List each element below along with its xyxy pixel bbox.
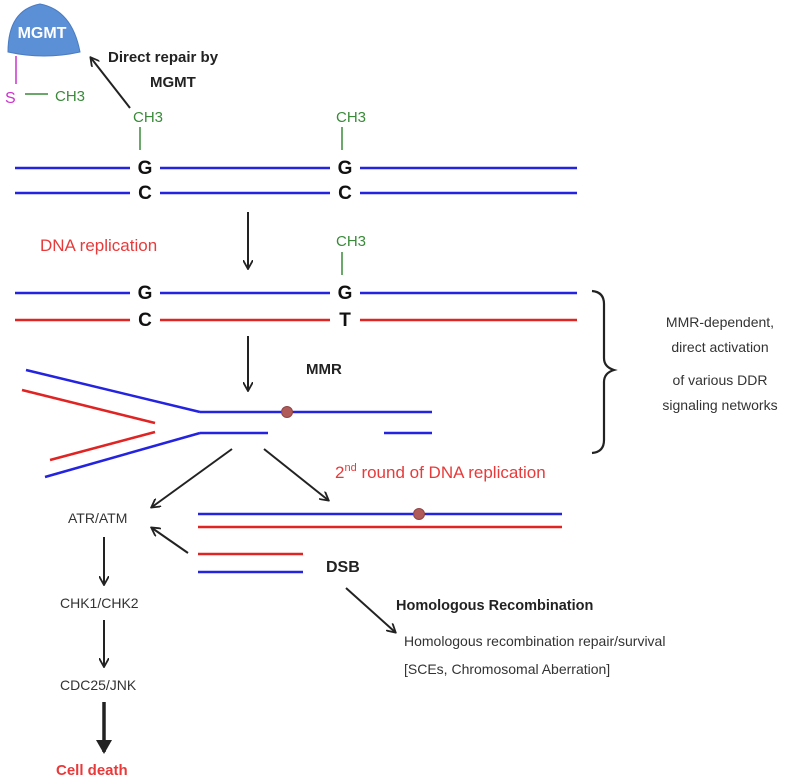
second-round-label: 2nd round of DNA replication	[335, 462, 546, 482]
methyl-right: CH3	[336, 109, 366, 150]
original-dna-duplex: G C G C	[15, 158, 577, 204]
mmr-label: MMR	[306, 361, 342, 378]
fork-blue-upper	[25, 368, 201, 414]
dna-replication-label: DNA replication	[40, 236, 157, 255]
replicated-dna-duplex: G C G T	[15, 283, 577, 331]
pathway-chk1-chk2: CHK1/CHK2	[60, 595, 139, 611]
lesion-dot-second-round	[413, 508, 425, 520]
second-round-superscript: nd	[344, 462, 356, 474]
second-round-text: round of DNA replication	[357, 463, 546, 482]
base-top-left: G	[138, 158, 153, 179]
methyl-right-label: CH3	[336, 109, 366, 126]
pathway-cell-death: Cell death	[56, 762, 128, 779]
dsb-label: DSB	[326, 559, 360, 576]
mgmt-protein: MGMT S CH3	[5, 3, 85, 107]
mmr-dependent-line-2: direct activation	[671, 339, 768, 355]
base-bottom-right: C	[338, 183, 352, 204]
base-top-right: G	[338, 158, 353, 179]
fork-to-atr-arrow	[152, 448, 233, 507]
fork-blue-lower	[44, 431, 201, 479]
direct-repair-label-line2: MGMT	[150, 74, 196, 91]
methyl-left: CH3	[133, 109, 163, 150]
second-round-duplex	[198, 508, 562, 529]
fork-to-second-round-arrow	[263, 448, 328, 500]
mmr-dependent-line-3: of various DDR	[673, 372, 768, 388]
hr-outcome-line2: [SCEs, Chromosomal Aberration]	[404, 661, 610, 677]
methyl-replicated-label: CH3	[336, 233, 366, 250]
rep-base-top-right: G	[338, 283, 353, 304]
mmr-dependent-line-4: signaling networks	[662, 397, 777, 413]
mgmt-label: MGMT	[18, 25, 67, 42]
fork-red-upper	[21, 388, 156, 425]
fork-red-lower	[49, 430, 156, 462]
sulfur-label: S	[5, 90, 16, 107]
rep-base-bottom-right: T	[339, 310, 351, 331]
direct-repair-label-line1: Direct repair by	[108, 49, 219, 66]
pathway-atr-atm: ATR/ATM	[68, 510, 127, 526]
second-round-number: 2	[335, 463, 344, 482]
rep-base-bottom-left: C	[138, 310, 152, 331]
lesion-dot-fork	[281, 406, 293, 418]
methyl-replicated: CH3	[336, 233, 366, 275]
methyl-left-label: CH3	[133, 109, 163, 126]
dsb-fragment	[198, 552, 303, 574]
direct-repair-arrow	[91, 58, 131, 109]
base-bottom-left: C	[138, 183, 152, 204]
homologous-recombination-label: Homologous Recombination	[396, 598, 593, 614]
mmr-dependent-bracket	[591, 289, 618, 455]
replication-fork	[21, 368, 432, 479]
dsb-to-atr-arrow	[152, 528, 189, 554]
hr-outcome-line1: Homologous recombination repair/survival	[404, 633, 665, 649]
mmr-dependent-line-1: MMR-dependent,	[666, 314, 774, 330]
mgmt-methyl-label: CH3	[55, 88, 85, 105]
pathway-cdc25-jnk: CDC25/JNK	[60, 677, 137, 693]
dsb-to-hr-arrow	[345, 587, 395, 632]
rep-base-top-left: G	[138, 283, 153, 304]
mgmt-shape	[7, 3, 81, 57]
